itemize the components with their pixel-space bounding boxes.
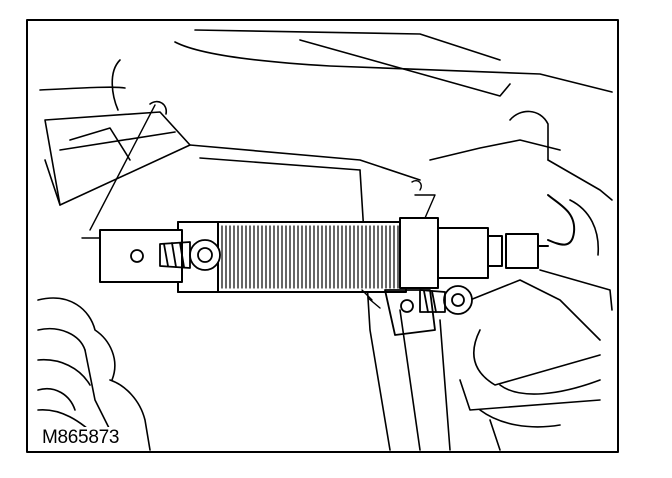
figure-reference-code: M865873 xyxy=(40,427,122,449)
actuator-body xyxy=(99,194,576,293)
body-panel-upper xyxy=(39,29,613,111)
mounting-bolt-left xyxy=(130,239,221,271)
callout-line-4-left xyxy=(81,104,156,239)
mounting-bolt-right xyxy=(384,285,473,336)
callout-line-4-right xyxy=(361,289,381,309)
mounting-bracket-left xyxy=(44,100,421,206)
frame-border xyxy=(26,19,619,453)
bracket-right-side xyxy=(429,110,613,451)
callout-line-7 xyxy=(411,180,436,219)
actuator-ribbing xyxy=(221,225,399,289)
